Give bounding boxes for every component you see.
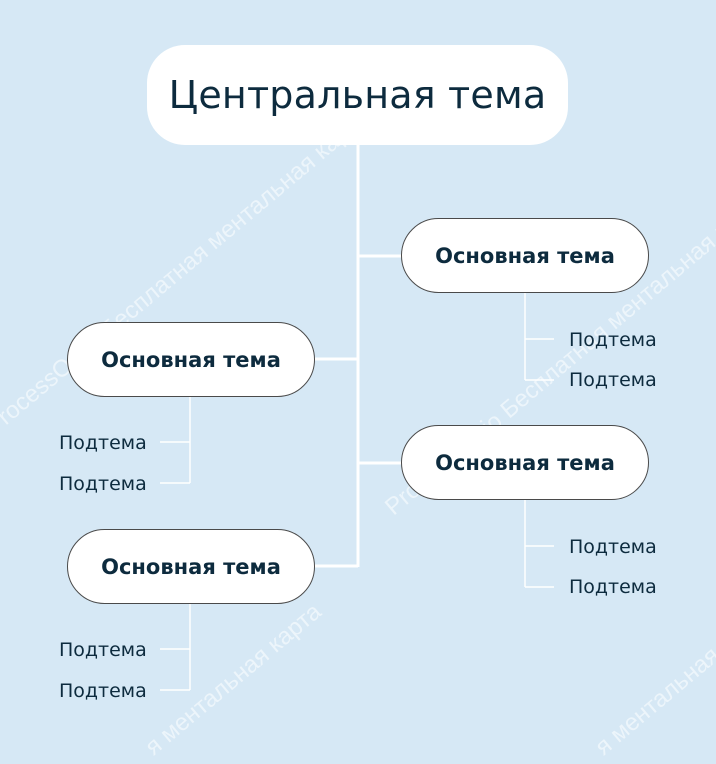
main-topic-label: Основная тема <box>435 243 615 268</box>
main-topic-node[interactable]: Основная тема <box>67 529 315 604</box>
main-topic-node[interactable]: Основная тема <box>401 425 649 500</box>
subtopic-label[interactable]: Подтема <box>59 473 147 495</box>
main-topic-label: Основная тема <box>435 450 615 475</box>
main-topic-label: Основная тема <box>101 347 281 372</box>
subtopic-label[interactable]: Подтема <box>569 576 657 598</box>
main-topic-node[interactable]: Основная тема <box>401 218 649 293</box>
subtopic-label[interactable]: Подтема <box>59 639 147 661</box>
subtopic-label[interactable]: Подтема <box>59 432 147 454</box>
main-topic-node[interactable]: Основная тема <box>67 322 315 397</box>
central-topic-node[interactable]: Центральная тема <box>147 45 568 145</box>
subtopic-label[interactable]: Подтема <box>59 680 147 702</box>
central-topic-label: Центральная тема <box>168 73 547 117</box>
subtopic-label[interactable]: Подтема <box>569 369 657 391</box>
subtopic-label[interactable]: Подтема <box>569 329 657 351</box>
main-topic-label: Основная тема <box>101 554 281 579</box>
subtopic-label[interactable]: Подтема <box>569 536 657 558</box>
